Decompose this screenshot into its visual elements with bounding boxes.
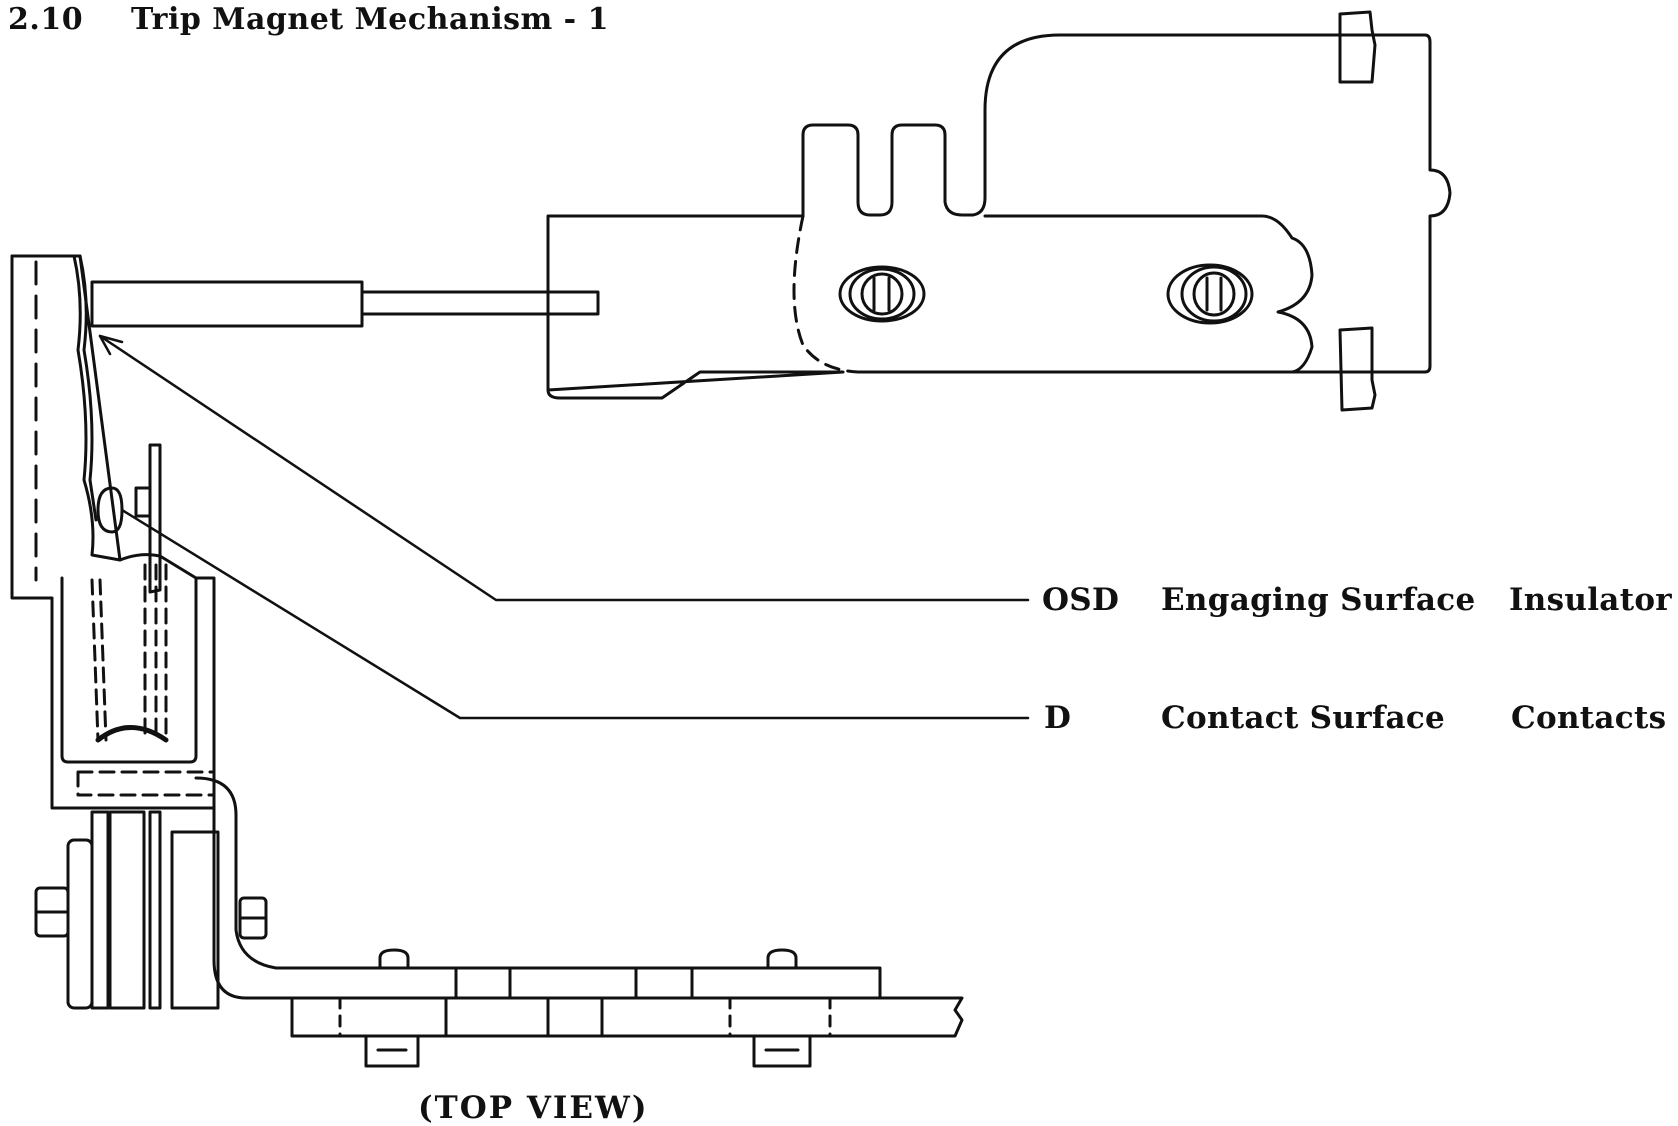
leader-arrow-osd [98, 334, 124, 356]
leader-lines [98, 334, 1030, 720]
figure-title: Trip Magnet Mechanism - 1 [131, 2, 609, 37]
leader-d [120, 508, 1030, 720]
screw-left [838, 265, 926, 323]
callout-surface-engaging: Engaging Surface [1161, 582, 1476, 618]
hidden-edge-curve [792, 214, 860, 374]
screw-right [1166, 263, 1254, 325]
figure-heading: 2.10 Trip Magnet Mechanism - 1 [8, 2, 609, 37]
callout-code-d: D [1044, 700, 1072, 736]
base-bracket [194, 776, 964, 1068]
section-number: 2.10 [8, 2, 84, 37]
arm-outline [546, 33, 1452, 400]
insulator-block-top [1338, 10, 1377, 84]
arm-inner-slot [983, 214, 1314, 374]
contact-arm-assembly [546, 10, 1452, 412]
callout-code-osd: OSD [1042, 582, 1120, 618]
contact-rod [90, 280, 600, 328]
insulator-block-bottom [1338, 326, 1377, 412]
leader-osd [98, 334, 1030, 602]
view-caption: (TOP VIEW) [418, 1090, 649, 1126]
callout-part-insulator: Insulator [1509, 582, 1672, 618]
callout-part-contacts: Contacts [1511, 700, 1667, 736]
magnet-frame [10, 254, 216, 810]
callout-surface-contact: Contact Surface [1161, 700, 1446, 736]
contact-spring-stack [34, 810, 268, 1010]
